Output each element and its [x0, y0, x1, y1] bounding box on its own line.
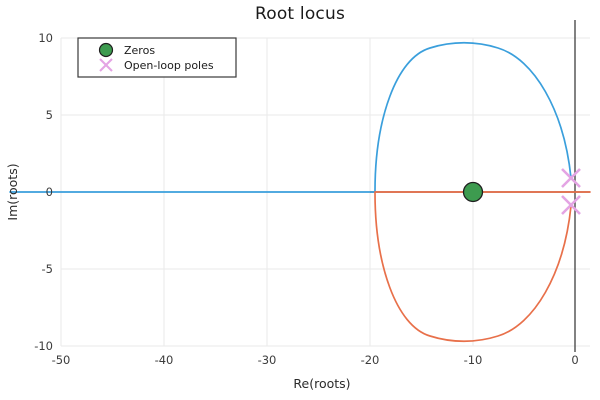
x-tick-label: 0	[571, 353, 578, 367]
x-tick-label: -50	[52, 353, 71, 367]
legend: Zeros Open-loop poles	[77, 37, 237, 78]
legend-x-marker-icon	[99, 58, 113, 72]
y-tick-labels: 10 5 0 -5 -10	[34, 31, 53, 353]
x-tick-labels: -50 -40 -30 -20 -10 0	[52, 353, 579, 367]
x-tick-label: -10	[464, 353, 483, 367]
y-tick-label: 5	[46, 108, 53, 122]
y-tick-label: 10	[38, 31, 53, 45]
y-axis-title: Im(roots)	[5, 163, 20, 220]
x-icon-stroke	[99, 58, 113, 72]
x-axis-title: Re(roots)	[293, 376, 350, 391]
x-icon-stroke	[561, 195, 581, 215]
x-tick-label: -20	[361, 353, 380, 367]
locus-branches	[9, 41, 591, 343]
y-tick-label: -10	[34, 339, 53, 353]
lower-branch-arc	[374, 192, 572, 343]
legend-circle-marker-icon	[98, 42, 114, 58]
x-icon-stroke	[561, 168, 581, 188]
open-loop-pole-markers	[561, 168, 581, 215]
pole-marker-upper	[561, 168, 581, 188]
page-title: Root locus	[254, 4, 346, 24]
y-tick-label: -5	[42, 262, 53, 276]
zero-marker	[462, 181, 484, 203]
legend-label-open-loop-poles: Open-loop poles	[124, 59, 214, 72]
upper-branch-arc	[374, 41, 572, 192]
x-tick-label: -30	[258, 353, 277, 367]
y-tick-label: 0	[46, 185, 53, 199]
legend-label-zeros: Zeros	[124, 44, 155, 57]
pole-marker-lower	[561, 195, 581, 215]
x-tick-label: -40	[155, 353, 174, 367]
